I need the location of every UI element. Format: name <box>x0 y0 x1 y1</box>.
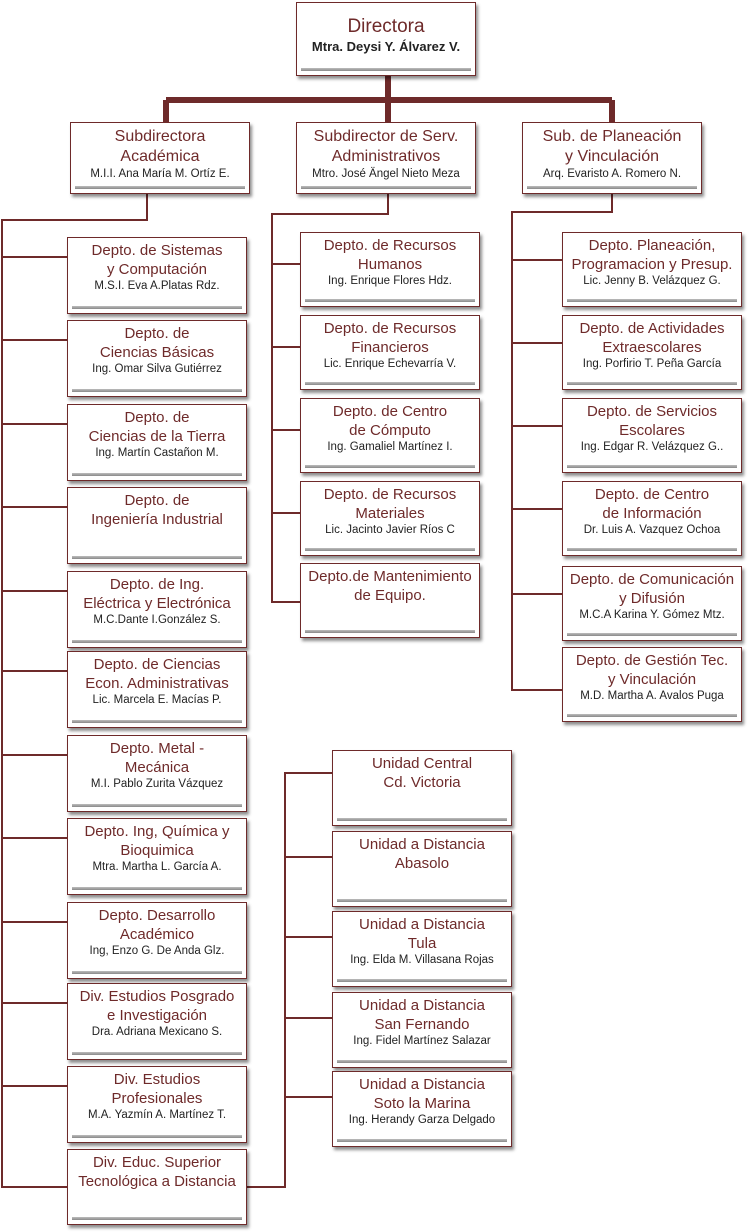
box-title: Depto. de Centro de Información <box>594 486 710 522</box>
box-person-name: Ing. Elda M. Villasana Rojas <box>350 954 494 966</box>
box-title: Depto. de Ciencias de la Tierra <box>88 409 226 445</box>
box-title: Div. Estudios Posgrado e Investigación <box>79 988 235 1024</box>
box-title: Div. Educ. Superior Tecnológica a Distan… <box>78 1154 236 1190</box>
distance-unit-box-2: Unidad a Distancia Abasolo <box>332 831 512 907</box>
box-person-name: Dra. Adriana Mexicano S. <box>91 1026 223 1038</box>
box-title: Depto. de Gestión Tec. y Vinculación <box>575 652 729 688</box>
planning-dept-box-1: Depto. Planeación, Programacion y Presup… <box>562 232 742 307</box>
box-person-name: Ing. Fidel Martínez Salazar <box>353 1035 491 1047</box>
box-title: Subdirector de Serv. Administrativos <box>313 128 459 165</box>
box-person-name: Dr. Luis A. Vazquez Ochoa <box>583 524 721 536</box>
box-title: Div. Estudios Profesionales <box>111 1071 203 1107</box>
box-title: Unidad a Distancia Soto la Marina <box>359 1076 485 1112</box>
box-person-name: Ing. Edgar R. Velázquez G.. <box>580 441 724 453</box>
box-title: Depto. de Comunicación y Difusión <box>569 571 735 607</box>
box-title: Depto. de Servicios Escolares <box>586 403 718 439</box>
box-title: Depto. de Sistemas y Computación <box>91 242 223 278</box>
box-person-name: Arq. Evaristo A. Romero N. <box>542 168 682 180</box>
box-title: Depto. de Ing. Eléctrica y Electrónica <box>83 576 231 612</box>
box-title: Depto. Planeación, Programacion y Presup… <box>571 237 733 273</box>
box-person-name: Lic. Enrique Echevarría V. <box>323 358 457 370</box>
box-person-name: Ing, Enzo G. De Anda Glz. <box>89 945 225 957</box>
box-person-name: Lic. Jacinto Javier Ríos C <box>325 524 455 536</box>
academic-dept-box-12: Div. Educ. Superior Tecnológica a Distan… <box>67 1149 247 1225</box>
box-title: Depto. de Recursos Humanos <box>323 237 457 273</box>
box-title: Directora <box>347 16 425 37</box>
box-person-name: M.C.Dante I.González S. <box>93 614 221 626</box>
box-title: Unidad Central Cd. Victoria <box>371 755 473 791</box>
box-title: Depto. de Ciencias Básicas <box>99 325 215 361</box>
box-title: Sub. de Planeación y Vinculación <box>542 128 682 165</box>
box-person-name: Ing. Enrique Flores Hdz. <box>327 275 452 287</box>
box-title: Depto. de Actividades Extraescolares <box>579 320 725 356</box>
box-person-name: M.I. Pablo Zurita Vázquez <box>90 778 224 790</box>
box-title: Depto.de Mantenimiento de Equipo. <box>308 568 472 604</box>
box-title: Unidad a Distancia Abasolo <box>359 836 485 872</box>
box-title: Depto. de Ingeniería Industrial <box>91 492 223 528</box>
box-person-name: M.D. Martha A. Avalos Puga <box>580 690 724 702</box>
academic-dept-box-6: Depto. de Ciencias Econ. Administrativas… <box>67 651 247 728</box>
box-title: Unidad a Distancia San Fernando <box>359 997 485 1033</box>
box-title: Depto. de Centro de Cómputo <box>332 403 448 439</box>
box-title: Depto. de Recursos Financieros <box>323 320 457 356</box>
connector-line <box>163 76 615 122</box>
box-person-name: Lic. Jenny B. Velázquez G. <box>583 275 721 287</box>
distance-unit-box-1: Unidad Central Cd. Victoria <box>332 750 512 826</box>
connector-line <box>271 194 389 603</box>
connector-line <box>1 194 148 1188</box>
box-person-name: M.I.I. Ana María M. Ortíz E. <box>90 168 230 180</box>
box-person-name: Ing. Gamaliel Martínez I. <box>327 441 453 453</box>
box-person-name: M.A. Yazmín A. Martínez T. <box>87 1109 227 1121</box>
box-person-name: Mtra. Martha L. García A. <box>92 861 222 873</box>
admin-dept-box-5: Depto.de Mantenimiento de Equipo. <box>300 563 480 638</box>
box-person-name: Lic. Marcela E. Macías P. <box>92 694 222 706</box>
box-person-name: Ing. Omar Silva Gutiérrez <box>92 363 222 375</box>
academic-dept-box-4: Depto. de Ingeniería Industrial <box>67 487 247 564</box>
box-title: Subdirectora Académica <box>114 128 206 165</box>
box-title: Depto. Ing, Química y Bioquimica <box>84 823 230 859</box>
box-title: Depto. Desarrollo Académico <box>98 907 216 943</box>
box-person-name: Ing. Martín Castañon M. <box>95 447 219 459</box>
box-title: Depto. de Ciencias Econ. Administrativas <box>85 656 229 692</box>
box-person-name: Ing. Porfirio T. Peña García <box>582 358 722 370</box>
box-person-name: M.S.I. Eva A.Platas Rdz. <box>94 280 220 292</box>
box-title: Unidad a Distancia Tula <box>359 916 485 952</box>
box-person-name: Ing. Herandy Garza Delgado <box>348 1114 496 1126</box>
box-person-name: Mtra. Deysi Y. Álvarez V. <box>311 39 461 54</box>
box-person-name: M.C.A Karina Y. Gómez Mtz. <box>579 609 725 621</box>
connector-line <box>511 194 613 691</box>
box-person-name: Mtro. José Ängel Nieto Meza <box>312 168 460 180</box>
box-title: Depto. de Recursos Materiales <box>323 486 457 522</box>
connector-line <box>247 772 332 1188</box>
box-title: Depto. Metal - Mecánica <box>109 740 205 776</box>
